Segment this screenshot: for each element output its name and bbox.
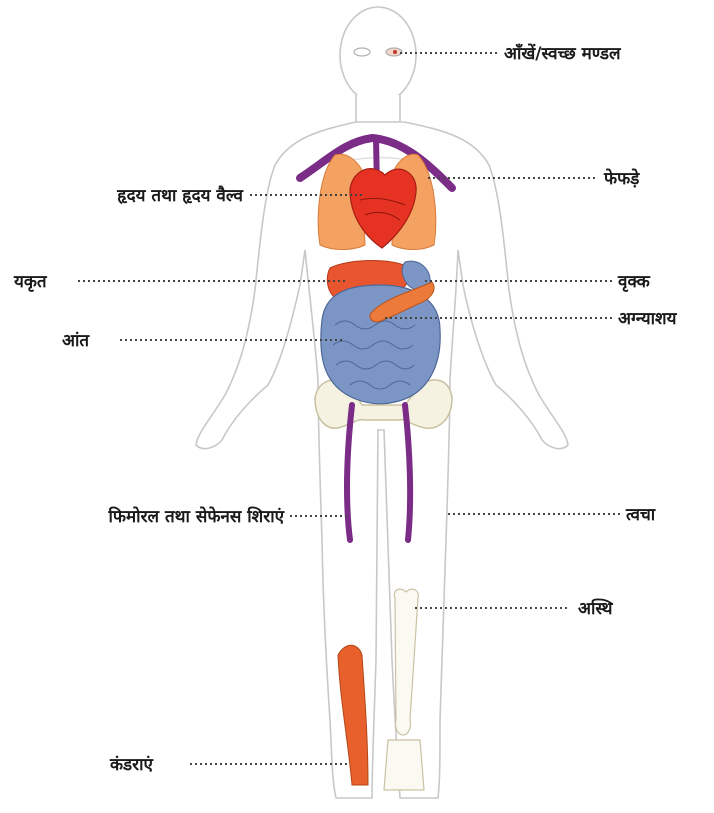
label-eyes: आँखें/स्वच्छ मण्डल — [504, 43, 622, 64]
label-veins: फिमोरल तथा सेफेनस शिराएं — [107, 506, 284, 527]
label-liver: यकृत — [13, 272, 48, 292]
label-lungs: फेफड़े — [603, 168, 640, 189]
label-heart: हृदय तथा हृदय वैल्व — [116, 185, 244, 206]
label-kidney: वृक्क — [617, 272, 651, 292]
label-tendons: कंडराएं — [109, 755, 154, 775]
label-intestine: आंत — [62, 331, 90, 351]
label-skin: त्वचा — [625, 505, 656, 525]
label-bone: अस्थि — [578, 598, 614, 619]
label-pancreas: अग्न्याशय — [618, 309, 678, 329]
